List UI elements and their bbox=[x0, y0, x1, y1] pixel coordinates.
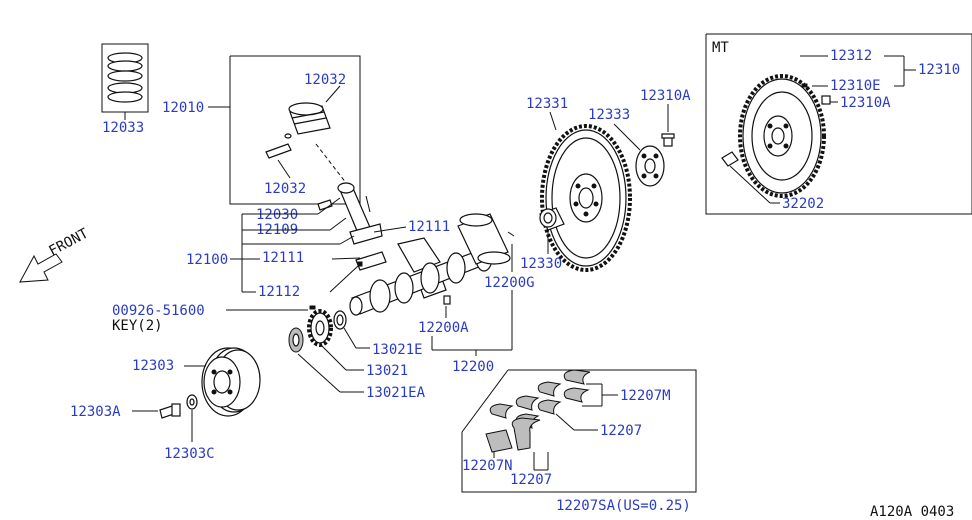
label-12310: 12310 bbox=[918, 62, 960, 78]
label-13021: 13021 bbox=[366, 363, 408, 379]
label-12331: 12331 bbox=[526, 96, 568, 112]
label-00926-51600: 00926-51600 bbox=[112, 303, 205, 319]
label-32202: 32202 bbox=[782, 196, 824, 212]
pulley-bolt bbox=[159, 403, 181, 419]
label-12200G: 12200G bbox=[484, 275, 535, 291]
label-13021E: 13021E bbox=[372, 342, 423, 358]
leader-lines-mt bbox=[729, 55, 916, 204]
front-label: FRONT bbox=[46, 225, 91, 259]
leader-lines-sprocket bbox=[297, 327, 370, 393]
mt-inset-frame bbox=[705, 33, 972, 215]
reinforcement-plate bbox=[635, 145, 665, 187]
label-12310A-mt: 12310A bbox=[840, 95, 891, 111]
pulley-washer bbox=[186, 394, 198, 410]
label-12330: 12330 bbox=[520, 256, 562, 272]
front-arrow: FRONT bbox=[19, 225, 92, 283]
piston-rings bbox=[101, 43, 149, 120]
label-12207N: 12207N bbox=[462, 458, 513, 474]
label-12010: 12010 bbox=[162, 100, 204, 116]
label-12033: 12033 bbox=[102, 120, 144, 136]
crank-sprocket bbox=[288, 309, 347, 353]
label-12303A: 12303A bbox=[70, 404, 121, 420]
flywheel-bolt bbox=[661, 133, 675, 147]
label-key: KEY(2) bbox=[112, 318, 163, 334]
label-13021EA: 13021EA bbox=[366, 385, 426, 401]
label-12303: 12303 bbox=[132, 358, 174, 374]
label-12207SA: 12207SA(US=0.25) bbox=[556, 498, 691, 514]
piston-assembly bbox=[208, 55, 361, 205]
leader-lines-pulley bbox=[132, 365, 206, 442]
mt-inset-title: MT bbox=[712, 40, 729, 56]
bearing-box bbox=[461, 369, 697, 493]
label-12111-left: 12111 bbox=[262, 250, 304, 266]
leader-lines-rod bbox=[230, 197, 407, 293]
leader-lines-crank bbox=[226, 244, 513, 356]
crank-pulley bbox=[201, 347, 261, 417]
label-12207-right: 12207 bbox=[600, 423, 642, 439]
crankshaft bbox=[349, 213, 515, 316]
label-12200: 12200 bbox=[452, 359, 494, 375]
label-12303C: 12303C bbox=[164, 446, 215, 462]
label-12111-right: 12111 bbox=[408, 219, 450, 235]
label-12310E: 12310E bbox=[830, 78, 881, 94]
label-12310A: 12310A bbox=[640, 88, 691, 104]
main-bearings bbox=[461, 369, 697, 493]
label-12207-bottom: 12207 bbox=[510, 472, 552, 488]
drive-plate bbox=[540, 124, 632, 272]
drawing-code: A120A 0403 bbox=[870, 504, 954, 520]
label-12032-top: 12032 bbox=[304, 72, 346, 88]
leader-lines-bearings bbox=[493, 383, 618, 471]
label-12312: 12312 bbox=[830, 48, 872, 64]
label-12032-bottom: 12032 bbox=[264, 181, 306, 197]
label-12200A: 12200A bbox=[418, 320, 469, 336]
leader-lines-flywheel bbox=[547, 104, 669, 254]
label-12100: 12100 bbox=[186, 252, 228, 268]
pilot-bushing bbox=[539, 207, 565, 231]
label-12030: 12030 bbox=[256, 207, 298, 223]
connecting-rod bbox=[317, 182, 387, 271]
label-12207M: 12207M bbox=[620, 388, 671, 404]
label-12333: 12333 bbox=[588, 107, 630, 123]
label-12112: 12112 bbox=[258, 284, 300, 300]
mt-inset: MT bbox=[705, 33, 972, 215]
